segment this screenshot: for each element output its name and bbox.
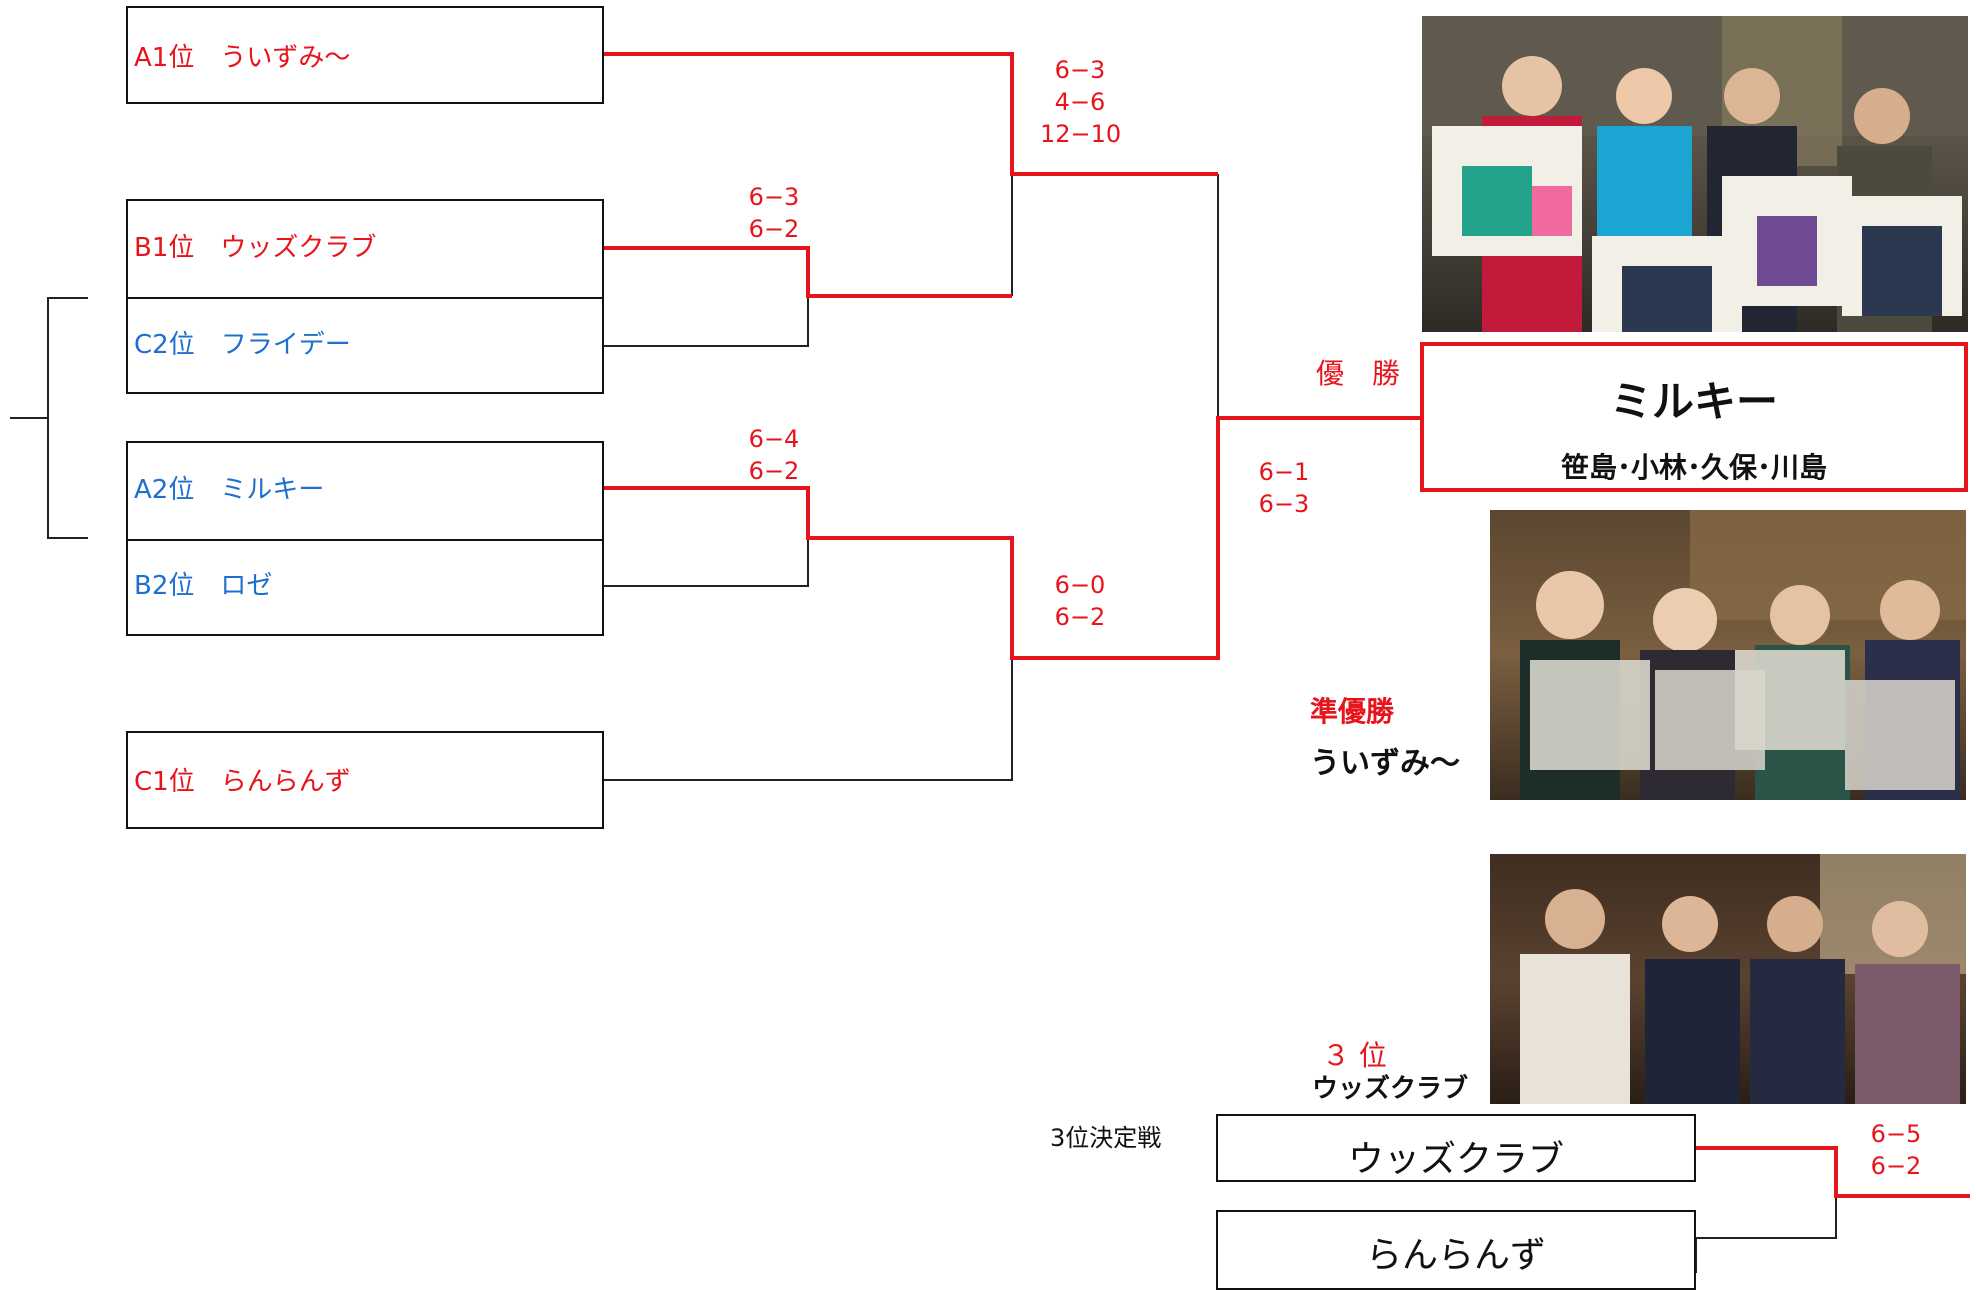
team-label-a2: A2位 ミルキー	[134, 475, 325, 505]
line-c2-loss	[604, 248, 809, 347]
team-photo-runner-up	[1490, 510, 1966, 800]
team-label-c1: C1位 らんらんず	[134, 767, 351, 797]
team-label-c2: C2位 フライデー	[134, 330, 351, 360]
team-box-a2-b2: A2位 ミルキー B2位 ロゼ	[126, 441, 604, 636]
third-place-team: ウッズクラブ	[1312, 1074, 1469, 1104]
third-place-match-label: 3位決定戦	[1050, 1124, 1162, 1152]
win-line-a1	[604, 52, 1218, 176]
third-match-bottom-box: らんらんず	[1216, 1210, 1696, 1290]
third-place-label: ３ 位	[1322, 1039, 1387, 1072]
win-line-b1	[604, 246, 1012, 298]
third-match-top-box: ウッズクラブ	[1216, 1114, 1696, 1182]
team-photo-third-place	[1490, 854, 1966, 1104]
photo-illustration	[1422, 16, 1968, 332]
third-match-top-team: ウッズクラブ	[1347, 1139, 1564, 1180]
photo-illustration	[1520, 510, 1966, 800]
runner-up-label: 準優勝	[1310, 695, 1395, 728]
team-divider	[128, 539, 602, 541]
champion-box: ミルキー 笹島･小林･久保･川島	[1420, 342, 1968, 492]
team-label-b1: B1位 ウッズクラブ	[134, 233, 377, 263]
team-box-a1: A1位 ういずみ〜	[126, 6, 604, 104]
line-third-loss	[1695, 1196, 1837, 1273]
win-line-woods-third	[1696, 1146, 1970, 1198]
team-photo-champion	[1422, 16, 1968, 332]
team-box-b1-c2: B1位 ウッズクラブ C2位 フライデー	[126, 199, 604, 394]
champion-members: 笹島･小林･久保･川島	[1560, 451, 1827, 484]
win-line-a2	[604, 416, 1424, 660]
champion-label: 優 勝	[1316, 357, 1401, 390]
photo-illustration	[1520, 854, 1966, 1104]
third-match-bottom-team: らんらんず	[1365, 1235, 1546, 1276]
team-label-a1: A1位 ういずみ〜	[134, 43, 351, 73]
champion-team: ミルキー	[1609, 377, 1778, 426]
team-box-c1: C1位 らんらんず	[126, 731, 604, 829]
side-bracket-line	[47, 297, 88, 539]
line-b2-loss	[604, 488, 809, 587]
line-c1-loss	[604, 658, 1013, 781]
team-label-b2: B2位 ロゼ	[134, 571, 273, 601]
runner-up-team: ういずみ〜	[1310, 746, 1460, 781]
team-divider	[128, 297, 602, 299]
